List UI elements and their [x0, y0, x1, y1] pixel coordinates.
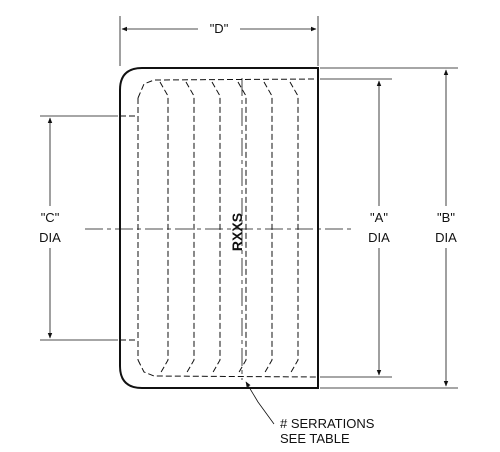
dimension-a-dia: DIA [368, 230, 390, 245]
dimension-a-label: "A" [370, 210, 388, 225]
hidden-lines [120, 78, 319, 378]
dimension-d-label: "D" [210, 21, 229, 36]
serration-line [289, 81, 299, 375]
dimension-d: "D" [119, 16, 319, 66]
serrations-note-line1: # SERRATIONS [280, 416, 375, 431]
serration-line [159, 81, 169, 375]
serrations-note-line2: SEE TABLE [280, 431, 350, 446]
dimension-c: "C" DIA [30, 115, 118, 341]
dimension-c-dia: DIA [39, 230, 61, 245]
part-mark-label: RXXS [229, 213, 245, 251]
serration-line [211, 81, 221, 375]
serration-line [185, 81, 195, 375]
part-outline [119, 67, 319, 389]
dimension-a: "A" DIA [320, 78, 398, 378]
dimension-c-label: "C" [41, 210, 60, 225]
serration-line [263, 81, 273, 375]
dimension-b-dia: DIA [435, 230, 457, 245]
serrations-note: # SERRATIONS SEE TABLE [245, 381, 375, 446]
serration-line [237, 81, 247, 375]
dimension-b: "B" DIA [320, 67, 466, 389]
dimension-b-label: "B" [437, 210, 455, 225]
serrations [159, 81, 299, 375]
